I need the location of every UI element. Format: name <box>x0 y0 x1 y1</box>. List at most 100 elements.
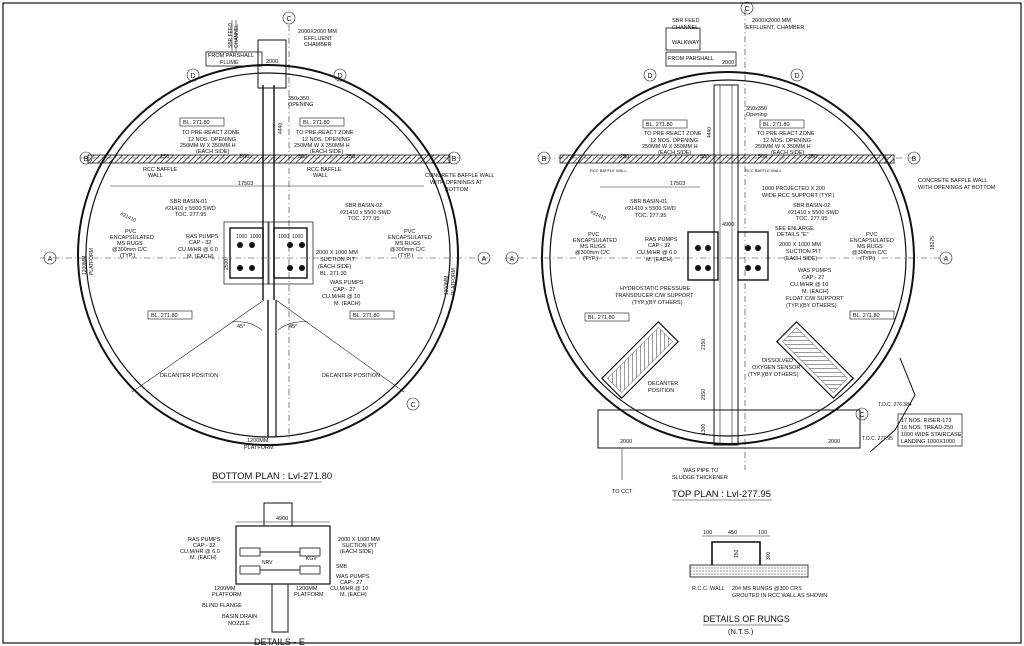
svg-text:1000: 1000 <box>236 234 247 240</box>
svg-text:CHAMBER: CHAMBER <box>304 42 332 48</box>
svg-text:PLATFORM: PLATFORM <box>451 268 457 295</box>
svg-text:1000: 1000 <box>278 234 289 240</box>
baffle-wall <box>559 154 895 164</box>
svg-text:@300mm C/C: @300mm C/C <box>852 250 887 256</box>
svg-text:WALKWAY: WALKWAY <box>672 40 700 46</box>
suction-pit-right <box>273 227 308 279</box>
svg-text:(TYP.): (TYP.) <box>398 253 413 259</box>
tank-inner-wall <box>549 79 907 437</box>
svg-text:BL. 271.30: BL. 271.30 <box>320 271 347 277</box>
svg-text:FROM PARSHALL: FROM PARSHALL <box>668 56 714 62</box>
grid-label: B <box>84 156 89 163</box>
svg-text:SBR BASIN-02: SBR BASIN-02 <box>345 203 382 209</box>
grid-label: A <box>48 256 53 263</box>
svg-text:RCC BAFFLE WALL: RCC BAFFLE WALL <box>590 168 628 173</box>
svg-text:#21410: #21410 <box>119 211 137 224</box>
svg-text:4440: 4440 <box>278 123 284 134</box>
svg-text:500: 500 <box>700 154 709 160</box>
tank-outer-wall <box>77 64 459 446</box>
svg-text:2150: 2150 <box>701 389 707 400</box>
svg-text:BL. 271.80: BL. 271.80 <box>151 313 178 319</box>
svg-text:45°: 45° <box>289 324 297 330</box>
svg-text:250: 250 <box>160 154 169 160</box>
svg-text:DECANTER POSITION: DECANTER POSITION <box>160 373 218 379</box>
bottom-plan: C D D B B A A C SBR FEED CHANNEL 2000X20… <box>40 11 494 483</box>
svg-text:(EACH SIDE): (EACH SIDE) <box>771 150 804 156</box>
svg-text:2000X2000 MM: 2000X2000 MM <box>752 18 791 24</box>
svg-text:1300: 1300 <box>701 424 707 435</box>
svg-text:RCC BAFFLE: RCC BAFFLE <box>307 167 342 173</box>
svg-text:PLATFORM: PLATFORM <box>244 445 274 451</box>
svg-text:PVC: PVC <box>866 232 877 238</box>
svg-text:GROUTED IN RCC WALL AS SHOWN: GROUTED IN RCC WALL AS SHOWN <box>732 593 827 599</box>
svg-text:LANDING 1000X1000: LANDING 1000X1000 <box>901 439 955 445</box>
svg-text:@300mm C/C: @300mm C/C <box>390 247 425 253</box>
svg-text:(TYP.): (TYP.) <box>583 256 598 262</box>
svg-text:2150: 2150 <box>701 339 707 350</box>
decanter-left <box>600 320 680 400</box>
svg-text:(TYP.)(BY OTHERS): (TYP.)(BY OTHERS) <box>748 372 799 378</box>
grid-marker-c-top <box>282 11 296 25</box>
svg-text:12 NOS. OPENING: 12 NOS. OPENING <box>650 138 698 144</box>
svg-text:2000 X 1000 MM: 2000 X 1000 MM <box>316 250 358 256</box>
svg-text:PLATFORM: PLATFORM <box>89 248 95 275</box>
svg-text:BL. 271.80: BL. 271.80 <box>588 315 615 321</box>
svg-text:RCC BAFFLE WALL: RCC BAFFLE WALL <box>745 168 783 173</box>
svg-text:BL. 271.80: BL. 271.80 <box>183 120 210 126</box>
svg-text:BASIN DRAIN: BASIN DRAIN <box>222 614 257 620</box>
svg-text:500: 500 <box>240 154 249 160</box>
svg-text:(EACH SIDE): (EACH SIDE) <box>658 150 691 156</box>
svg-text:BLIND FLANGE: BLIND FLANGE <box>202 603 242 609</box>
svg-text:#21410 x 5500 SWD: #21410 x 5500 SWD <box>165 206 216 212</box>
svg-text:RAS PUMPS: RAS PUMPS <box>645 237 678 243</box>
svg-text:1200MM: 1200MM <box>82 256 88 275</box>
svg-text:(EACH SIDE): (EACH SIDE) <box>318 264 351 270</box>
svg-text:M. (EACH): M. (EACH) <box>340 592 367 598</box>
svg-text:DETAILS "E": DETAILS "E" <box>777 232 809 238</box>
svg-text:C: C <box>744 6 749 13</box>
svg-text:TO PRE-REACT ZONE: TO PRE-REACT ZONE <box>296 130 354 136</box>
svg-text:2000: 2000 <box>828 439 840 445</box>
svg-text:250: 250 <box>808 154 817 160</box>
grid-marker-a <box>477 251 491 265</box>
grid-marker-b <box>79 151 93 165</box>
svg-text:CAP:- 27: CAP:- 27 <box>333 287 355 293</box>
svg-text:1000: 1000 <box>292 234 303 240</box>
svg-text:1200MM: 1200MM <box>444 276 450 295</box>
svg-text:CU.M/HR @ 10: CU.M/HR @ 10 <box>790 282 828 288</box>
svg-text:WAS PUMPS: WAS PUMPS <box>336 574 370 580</box>
grid-label: D <box>337 73 342 80</box>
svg-text:500: 500 <box>298 154 307 160</box>
svg-text:CAP:- 32: CAP:- 32 <box>648 243 670 249</box>
svg-text:BOTTOM: BOTTOM <box>445 187 469 193</box>
svg-text:(EACH SIDE): (EACH SIDE) <box>340 549 373 555</box>
svg-text:CHANNEL: CHANNEL <box>234 24 240 48</box>
staircase-note-box <box>897 413 963 447</box>
svg-text:250: 250 <box>346 154 355 160</box>
svg-text:16 NOS. TREAD-250: 16 NOS. TREAD-250 <box>901 425 953 431</box>
svg-text:TO CCT: TO CCT <box>612 489 633 495</box>
svg-text:CAP:- 32: CAP:- 32 <box>189 240 211 246</box>
svg-text:DISSOLVED: DISSOLVED <box>762 358 793 364</box>
grid-marker-a <box>505 251 519 265</box>
svg-text:SUCTION PIT: SUCTION PIT <box>342 543 377 549</box>
svg-text:18275: 18275 <box>930 236 936 250</box>
svg-text:TO PRE-REACT ZONE: TO PRE-REACT ZONE <box>182 130 240 136</box>
pump-symbols <box>237 242 305 271</box>
svg-text:(TYP.)(BY OTHERS): (TYP.)(BY OTHERS) <box>786 303 837 309</box>
grid-marker-a <box>43 251 57 265</box>
svg-text:WIDE RCC SUPPORT (TYP.): WIDE RCC SUPPORT (TYP.) <box>762 193 835 199</box>
svg-text:TOC. 277.95: TOC. 277.95 <box>348 216 379 222</box>
svg-text:SUCTION PIT: SUCTION PIT <box>320 257 355 263</box>
svg-text:2000 X 1000 MM: 2000 X 1000 MM <box>338 537 380 543</box>
svg-text:DECANTER POSITION: DECANTER POSITION <box>322 373 380 379</box>
svg-text:#21410 x 5500 SWD: #21410 x 5500 SWD <box>788 210 839 216</box>
svg-text:CU.M/HR @ 6.0: CU.M/HR @ 6.0 <box>180 549 220 555</box>
svg-text:KGV: KGV <box>306 556 317 562</box>
svg-text:100: 100 <box>703 530 712 536</box>
svg-text:BL. 271.80: BL. 271.80 <box>303 120 330 126</box>
svg-text:BL. 271.80: BL. 271.80 <box>763 122 790 128</box>
svg-text:ENCAPSULATED: ENCAPSULATED <box>388 235 432 241</box>
svg-text:12 NOS. OPENING: 12 NOS. OPENING <box>188 137 236 143</box>
grid-marker-b <box>447 151 461 165</box>
